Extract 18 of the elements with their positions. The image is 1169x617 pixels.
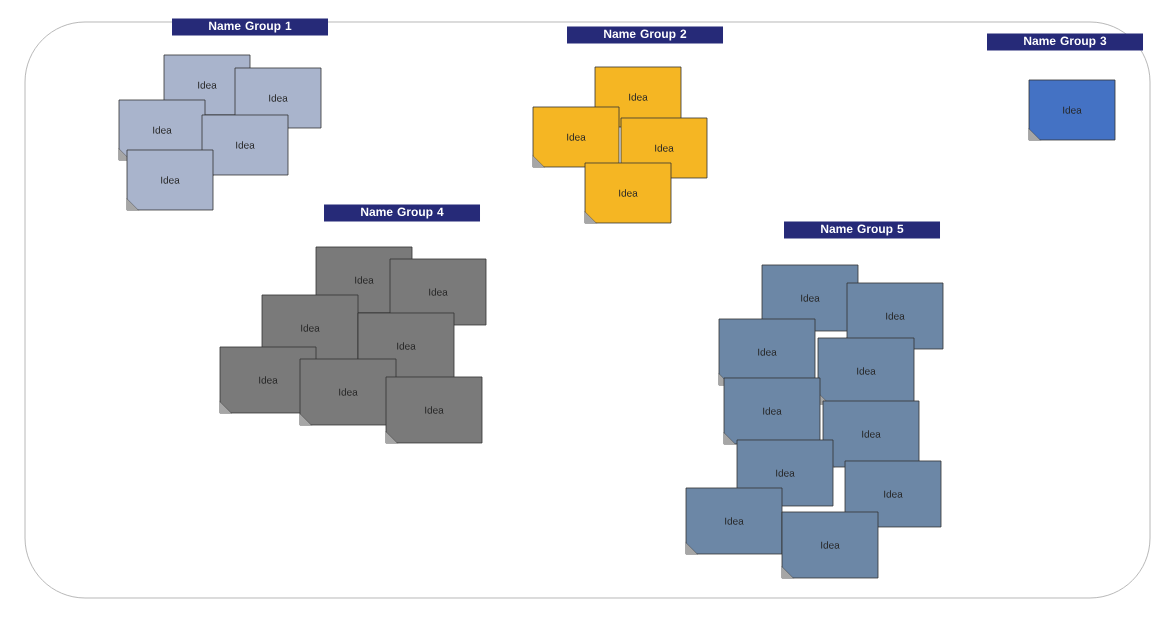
sticky-note: Idea [718, 318, 816, 386]
group-header: Name Group 3 [987, 33, 1143, 51]
group-header: Name Group 5 [784, 221, 940, 239]
group-header: Name Group 1 [172, 18, 328, 36]
sticky-note: Idea [844, 460, 942, 528]
sticky-note: Idea [817, 337, 915, 405]
sticky-note: Idea [201, 114, 289, 176]
sticky-note: Idea [723, 377, 821, 445]
sticky-note: Idea [584, 162, 672, 224]
sticky-note: Idea [532, 106, 620, 168]
sticky-note: Idea [385, 376, 483, 444]
sticky-note: Idea [299, 358, 397, 426]
sticky-note: Idea [685, 487, 783, 555]
sticky-note: Idea [1028, 79, 1116, 141]
group-header: Name Group 4 [324, 204, 480, 222]
sticky-note: Idea [781, 511, 879, 579]
group-header: Name Group 2 [567, 26, 723, 44]
sticky-note: Idea [126, 149, 214, 211]
